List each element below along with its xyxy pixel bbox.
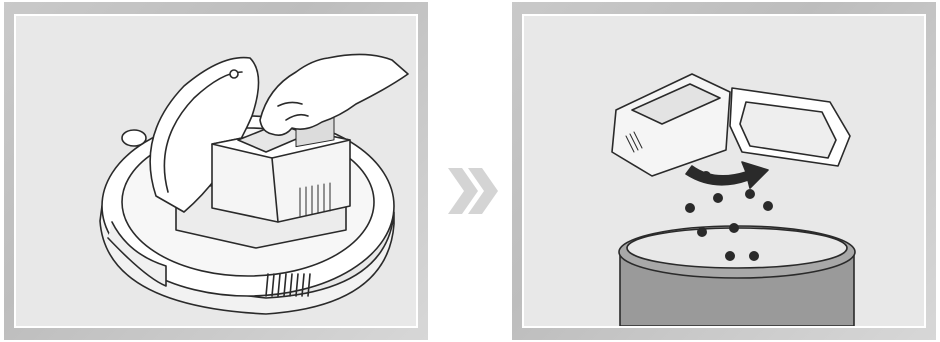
double-chevron-right-icon xyxy=(448,168,500,214)
step-panel-empty-dustbin xyxy=(512,2,936,340)
panel-inner-left xyxy=(14,14,418,328)
robot-vacuum-dustbin-removal-illustration xyxy=(16,16,416,326)
trash-can-rim-inner xyxy=(627,228,847,268)
lid-hinge-mark xyxy=(230,70,238,78)
sensor-cap xyxy=(122,130,146,146)
panel-inner-right xyxy=(522,14,926,328)
step-panel-remove-dustbin xyxy=(4,2,428,340)
tip-arrow xyxy=(686,162,768,188)
dustbin-body xyxy=(612,74,730,176)
dustbin-emptying-into-trash-can-illustration xyxy=(524,16,924,326)
